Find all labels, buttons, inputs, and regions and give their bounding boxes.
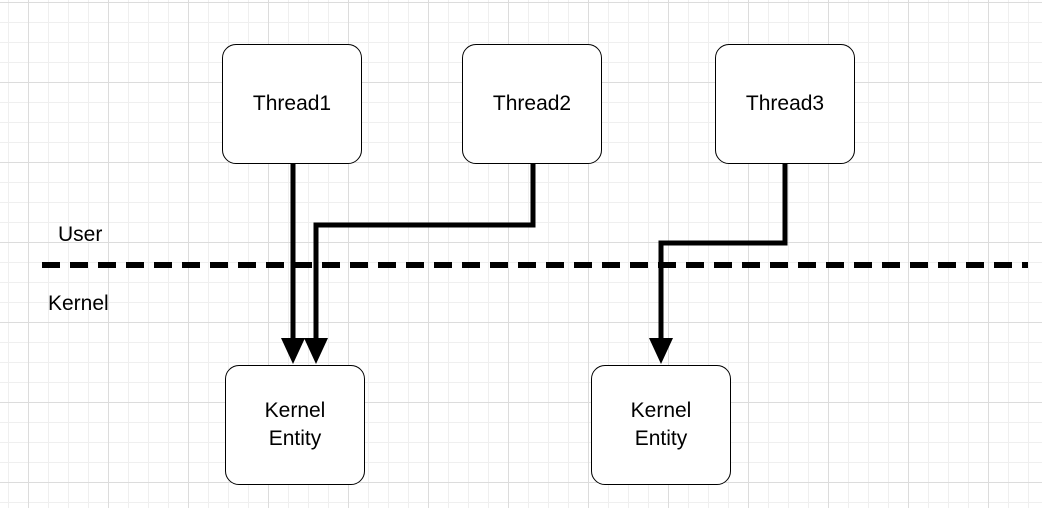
user-space-label: User [58,223,103,246]
thread3-arrowhead [649,338,673,364]
thread3-label: Thread3 [745,92,825,115]
thread2-arrowhead [304,338,328,364]
kernel-entity-node-1[interactable]: Kernel Entity [225,365,365,485]
thread2-node[interactable]: Thread2 [462,44,602,164]
thread2-to-kernel-entity-connector [313,164,536,340]
thread3-node[interactable]: Thread3 [715,44,855,164]
thread1-node[interactable]: Thread1 [222,44,362,164]
kernel-entity-node-2[interactable]: Kernel Entity [591,365,731,485]
thread2-label: Thread2 [492,92,572,115]
kernel-entity-2-label: Kernel Entity [630,399,692,450]
thread1-arrowhead [281,338,305,364]
kernel-space-label: Kernel [48,292,109,315]
kernel-entity-1-label: Kernel Entity [264,399,326,450]
thread3-to-kernel-entity-connector [658,164,788,340]
thread1-label: Thread1 [252,92,332,115]
